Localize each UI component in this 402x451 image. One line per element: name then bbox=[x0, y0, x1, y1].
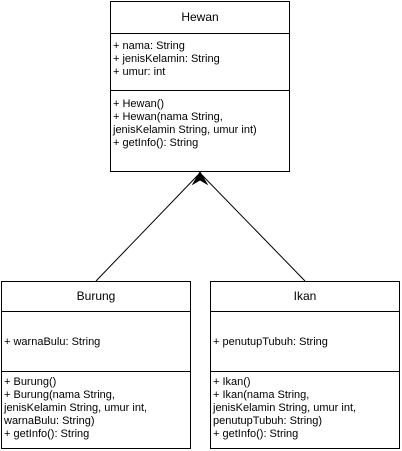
inheritance-line-burung bbox=[95, 174, 199, 282]
attribute: + jenisKelamin: String bbox=[113, 53, 220, 65]
class-ikan-methods: + Ikan() + Ikan(nama String, jenisKelami… bbox=[211, 372, 399, 441]
method: + getInfo(): String bbox=[113, 137, 199, 149]
inheritance-arrowhead bbox=[191, 171, 209, 186]
class-hewan[interactable]: Hewan + nama: String + jenisKelamin: Str… bbox=[110, 1, 290, 172]
method: jenisKelamin String, umur int, bbox=[4, 402, 148, 414]
class-burung[interactable]: Burung + warnaBulu: String + Burung() + … bbox=[1, 281, 191, 449]
class-hewan-attributes: + nama: String + jenisKelamin: String + … bbox=[111, 34, 289, 91]
attribute: + penutupTubuh: String bbox=[213, 336, 328, 348]
method: + getInfo(): String bbox=[213, 428, 299, 440]
method: jenisKelamin String, umur int, bbox=[213, 402, 357, 414]
method: + Burung(nama String, bbox=[4, 389, 115, 401]
method: penutupTubuh: String) bbox=[213, 415, 323, 427]
class-hewan-methods: + Hewan() + Hewan(nama String, jenisKela… bbox=[111, 91, 289, 150]
inheritance-line-ikan bbox=[201, 174, 306, 282]
class-ikan-attributes: + penutupTubuh: String bbox=[211, 312, 399, 372]
class-burung-methods: + Burung() + Burung(nama String, jenisKe… bbox=[2, 372, 190, 441]
method: + Burung() bbox=[4, 376, 57, 388]
class-ikan-name: Ikan bbox=[211, 282, 399, 312]
method: + Hewan() bbox=[113, 98, 165, 110]
method: + Ikan(nama String, bbox=[213, 389, 310, 401]
class-burung-name: Burung bbox=[2, 282, 190, 312]
attribute: + umur: int bbox=[113, 66, 166, 78]
method: + Ikan() bbox=[213, 376, 251, 388]
class-burung-attributes: + warnaBulu: String bbox=[2, 312, 190, 372]
class-hewan-name: Hewan bbox=[111, 2, 289, 34]
method: warnaBulu: String) bbox=[4, 415, 95, 427]
method: jenisKelamin String, umur int) bbox=[113, 124, 257, 136]
attribute: + nama: String bbox=[113, 40, 185, 52]
class-ikan[interactable]: Ikan + penutupTubuh: String + Ikan() + I… bbox=[210, 281, 400, 449]
method: + Hewan(nama String, bbox=[113, 111, 223, 123]
attribute: + warnaBulu: String bbox=[4, 336, 101, 348]
method: + getInfo(): String bbox=[4, 428, 90, 440]
